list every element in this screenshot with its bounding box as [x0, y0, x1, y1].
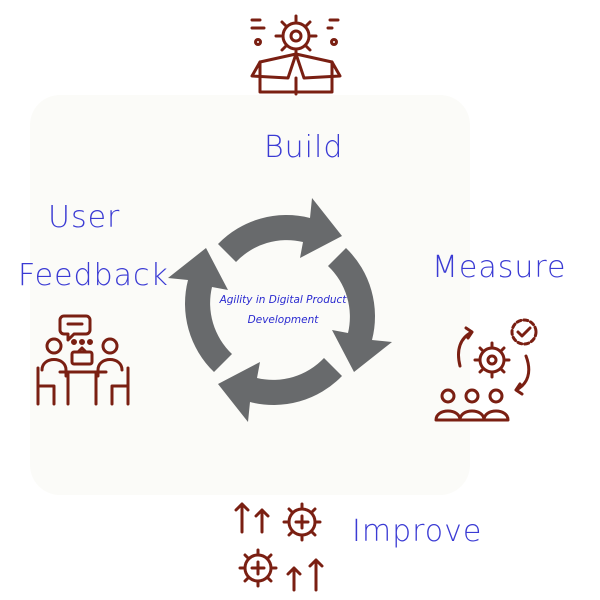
cycle-arrow-bottom — [218, 358, 342, 422]
center-title-line2: Development — [247, 314, 319, 326]
stage-label-improve: Improve — [352, 514, 483, 549]
gear-in-open-box-icon — [250, 14, 342, 96]
cycle-arrow-left — [168, 248, 232, 372]
cycle-arrow-top — [218, 198, 342, 262]
team-gear-cycle-check-icon — [434, 318, 538, 422]
stage-label-user: User — [48, 200, 121, 235]
background-panel — [30, 95, 470, 495]
stage-label-build: Build — [264, 130, 344, 165]
center-title-line1: Agility in Digital Product — [219, 294, 347, 306]
stage-label-feedback: Feedback — [18, 258, 169, 293]
cycle-arrow-right — [328, 248, 392, 372]
stage-label-measure: Measure — [432, 250, 567, 285]
gears-up-arrows-icon — [234, 502, 324, 592]
center-title: Agility in Digital Product Development — [208, 290, 358, 330]
cycle-arrows — [168, 198, 392, 422]
meeting-chat-icon — [36, 314, 130, 406]
